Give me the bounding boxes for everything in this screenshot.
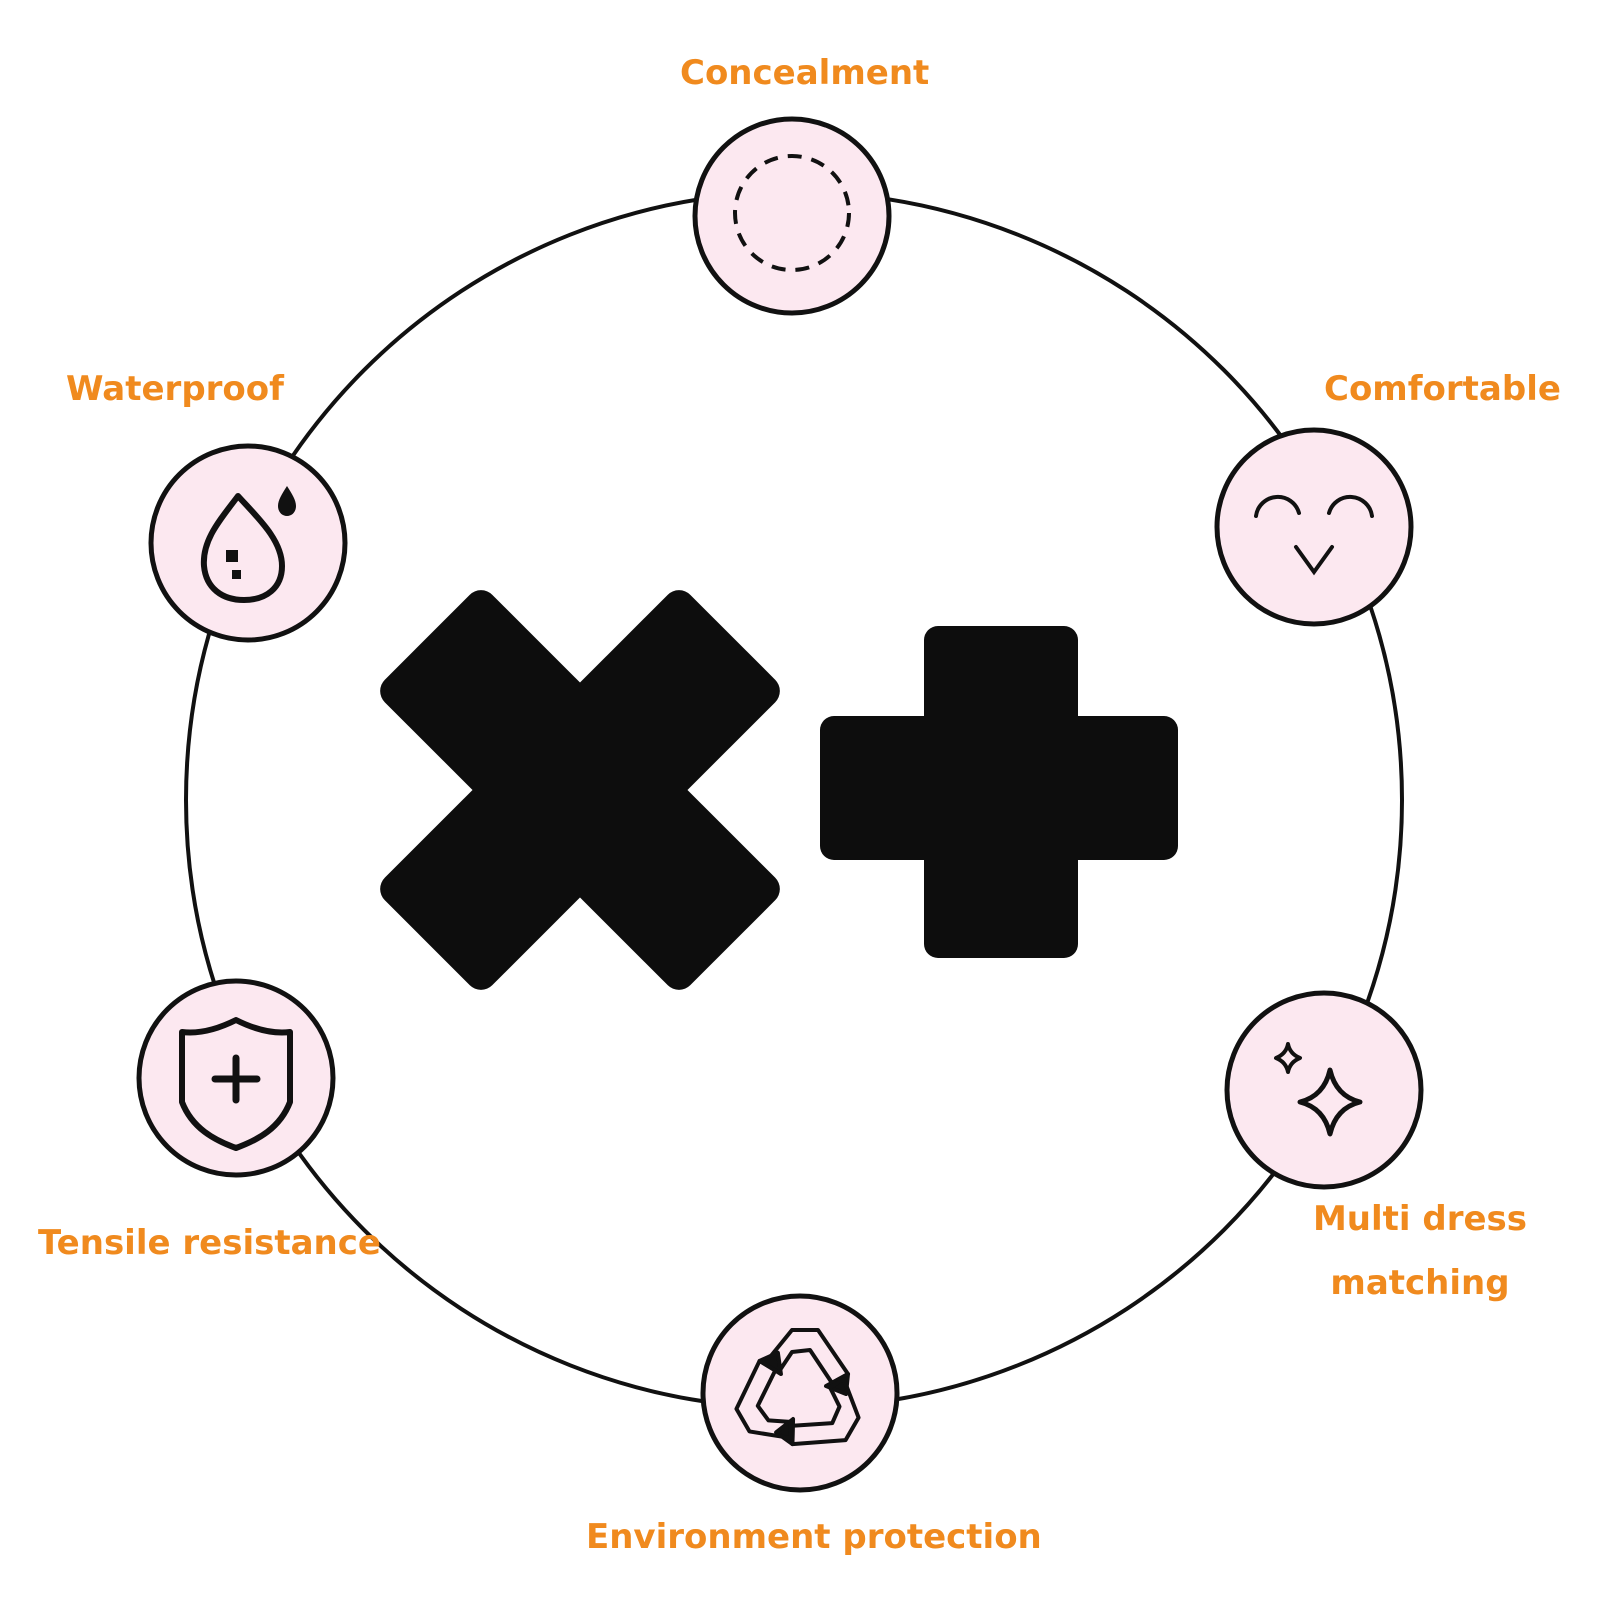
concealment-badge xyxy=(692,116,892,316)
concealment-label: Concealment xyxy=(680,53,930,93)
tensile-badge xyxy=(136,978,336,1178)
recycle-icon xyxy=(734,1328,861,1447)
smiley-face-icon xyxy=(1254,494,1374,576)
waterproof-label: Waterproof xyxy=(66,369,284,409)
environment-label: Environment protection xyxy=(586,1517,1042,1557)
sparkle-icon xyxy=(1274,1042,1363,1137)
tensile-label: Tensile resistance xyxy=(38,1223,381,1263)
comfortable-badge xyxy=(1214,427,1414,627)
multi-dress-label-line1: Multi dress xyxy=(1312,1199,1528,1239)
multi-dress-badge xyxy=(1224,990,1424,1190)
shield-plus-icon xyxy=(179,1017,293,1151)
x-shaped-product xyxy=(380,590,780,990)
multi-dress-label-line2: matching xyxy=(1330,1263,1510,1303)
waterproof-badge xyxy=(148,443,348,643)
water-drop-icon xyxy=(200,486,296,603)
environment-badge xyxy=(700,1293,900,1493)
plus-shaped-product xyxy=(820,626,1178,958)
comfortable-label: Comfortable xyxy=(1324,369,1561,409)
multi-dress-label: Multi dress matching xyxy=(1300,1187,1540,1315)
dashed-circle-icon xyxy=(733,154,851,272)
